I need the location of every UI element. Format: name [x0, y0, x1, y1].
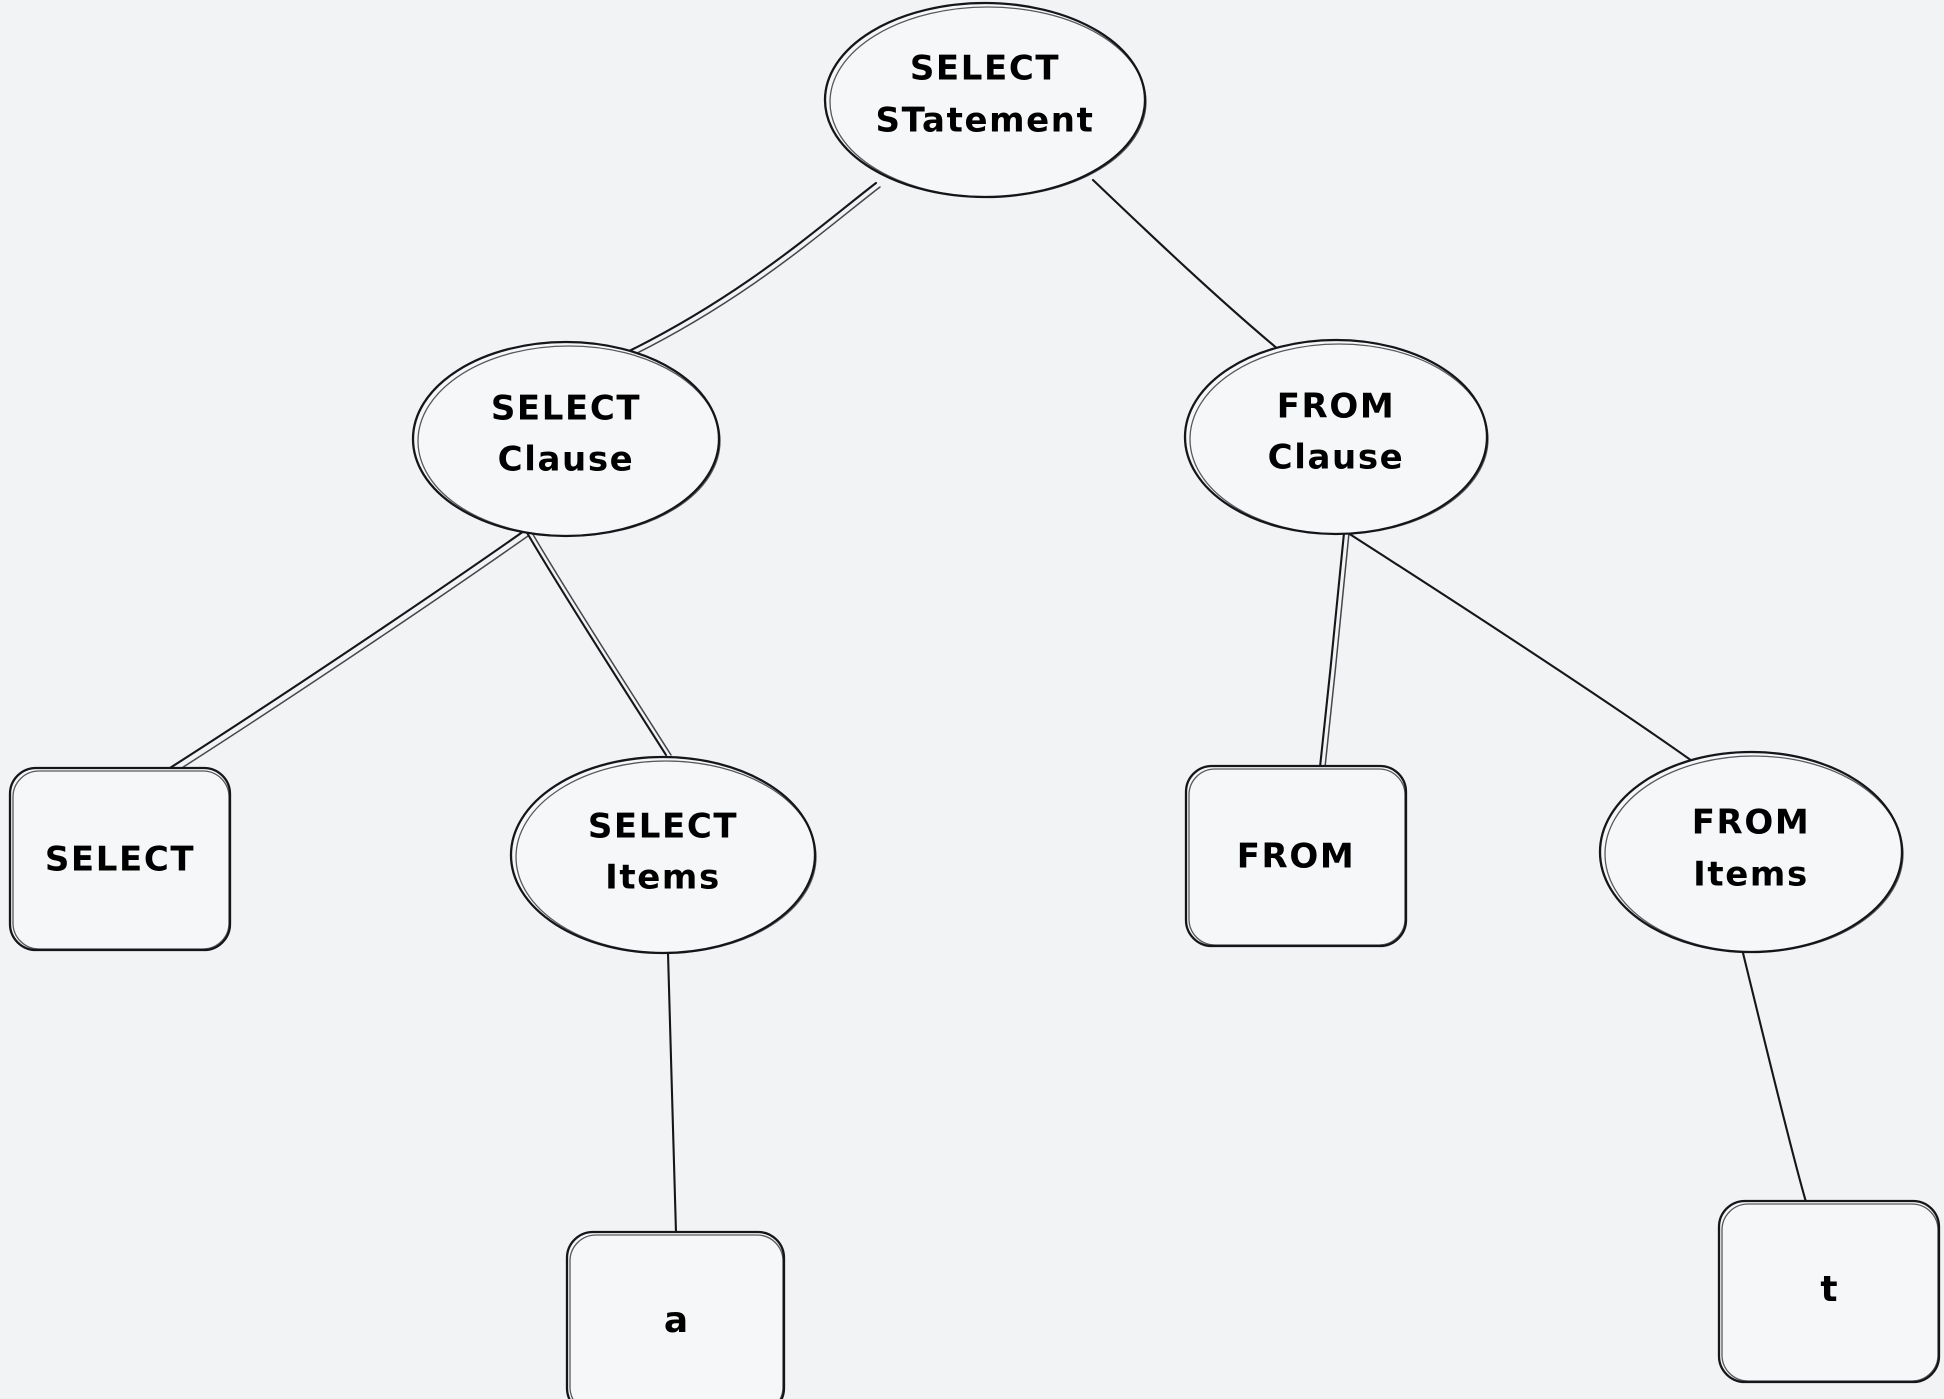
edge-from-items-to-table-t [1741, 951, 1808, 1204]
node-from-items[interactable]: FROM Items [1598, 750, 1904, 954]
edge-root-to-from-clause [1091, 178, 1287, 357]
node-select-statement-line2: STatement [876, 101, 1095, 141]
node-select-items[interactable]: SELECT Items [509, 755, 817, 955]
edge-select-clause-to-select-items [524, 529, 672, 757]
node-select-items-line2: Items [605, 858, 721, 898]
edge-select-items-to-column-a [666, 951, 678, 1235]
node-from-clause[interactable]: FROM Clause [1183, 338, 1489, 536]
node-select-terminal[interactable]: SELECT [8, 766, 232, 952]
edge-from-clause-to-from-items [1346, 531, 1715, 778]
node-from-items-line1: FROM [1692, 803, 1811, 843]
node-table-t-label: t [1820, 1269, 1837, 1310]
node-select-clause[interactable]: SELECT Clause [411, 340, 721, 538]
node-from-terminal-label: FROM [1237, 837, 1356, 877]
edge-layer [138, 178, 1808, 1235]
node-table-t[interactable]: t [1717, 1199, 1941, 1384]
node-from-clause-line1: FROM [1277, 387, 1396, 427]
edge-root-to-select-clause [615, 181, 881, 362]
node-select-terminal-label: SELECT [45, 840, 195, 880]
node-select-clause-line2: Clause [498, 440, 635, 480]
node-select-items-line1: SELECT [588, 807, 738, 847]
node-column-a[interactable]: a [565, 1230, 786, 1399]
node-from-items-line2: Items [1693, 855, 1809, 895]
edge-from-clause-to-from-terminal [1316, 531, 1350, 788]
node-from-terminal[interactable]: FROM [1184, 764, 1408, 948]
node-select-statement[interactable]: SELECT STatement [823, 1, 1147, 199]
edge-select-clause-to-select-terminal [138, 529, 529, 793]
node-select-clause-line1: SELECT [491, 389, 641, 429]
node-from-clause-line2: Clause [1268, 438, 1405, 478]
node-select-statement-line1: SELECT [910, 49, 1060, 89]
node-column-a-label: a [664, 1300, 688, 1341]
